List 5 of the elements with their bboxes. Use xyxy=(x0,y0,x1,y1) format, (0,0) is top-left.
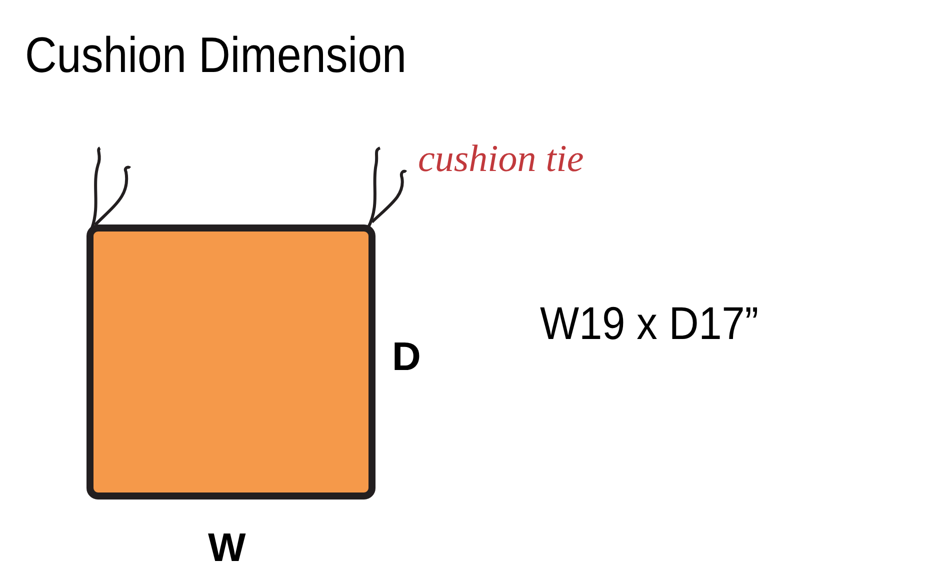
title: Cushion Dimension xyxy=(25,30,407,80)
dimension-label: W xyxy=(208,528,246,568)
dimension-text: W19 x D17” xyxy=(540,300,759,346)
dimension-label: D xyxy=(392,337,421,377)
part-label: cushion tie xyxy=(418,140,584,178)
